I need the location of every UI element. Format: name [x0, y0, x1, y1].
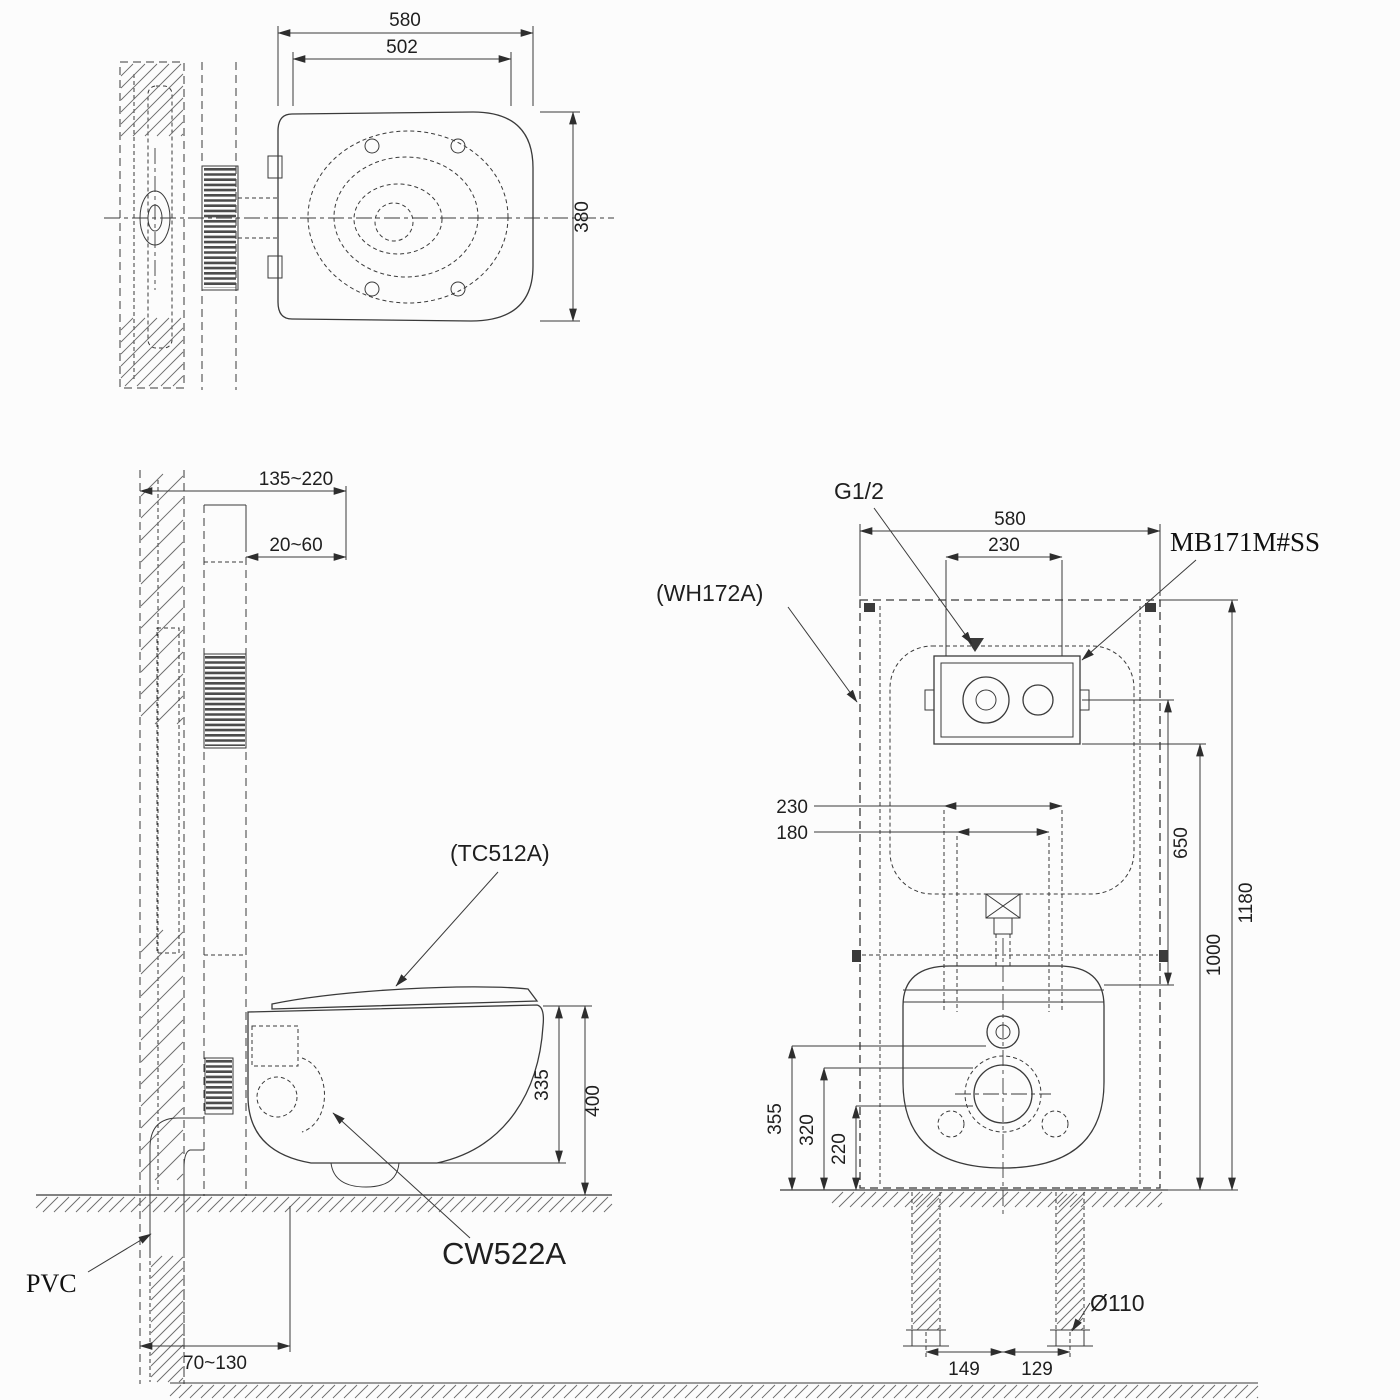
dim-top-580: 580 [277, 10, 534, 106]
dim-front-220-text: 220 [829, 1133, 850, 1165]
dim-side-20-60-text: 20~60 [269, 535, 322, 556]
leader-cw522a: CW522A [332, 1112, 566, 1271]
label-dia-110: Ø110 [1090, 1290, 1145, 1316]
dim-side-70-130-text: 70~130 [183, 1353, 247, 1374]
label-g12: G1/2 [834, 478, 884, 504]
dim-side-400: 400 [543, 1005, 604, 1196]
dim-top-502-text: 502 [386, 37, 418, 58]
label-mb171m-ss: MB171M#SS [1170, 527, 1320, 557]
dim-front-580-text: 580 [994, 509, 1026, 530]
dim-front-129: 129 [1002, 1332, 1071, 1380]
dim-side-135-220: 135~220 [139, 469, 347, 560]
leader-wh172a: (WH172A) [656, 580, 858, 703]
label-cw522a: CW522A [442, 1236, 566, 1271]
dim-top-502: 502 [292, 37, 512, 106]
inlet-fitting-top [139, 190, 278, 246]
dim-front-230-text: 230 [776, 797, 808, 818]
toilet-front-outline [902, 965, 1105, 1169]
label-pvc: PVC [26, 1269, 77, 1298]
toilet-top [267, 111, 534, 322]
leader-mb171m-ss: MB171M#SS [1081, 527, 1320, 661]
toilet-front [902, 938, 1105, 1215]
dim-side-20-60: 20~60 [245, 510, 347, 561]
drain-pipes [903, 1192, 1093, 1347]
flush-plate [924, 655, 1090, 745]
dim-front-1000-text: 1000 [1204, 934, 1225, 976]
dim-front-220: 220 [829, 1105, 973, 1191]
seat-lid-profile [271, 986, 539, 1010]
dim-front-129-text: 129 [1021, 1359, 1053, 1380]
floor-front [780, 1189, 1168, 1208]
dim-front-180-text: 180 [776, 823, 808, 844]
dim-side-70-130: 70~130 [139, 1206, 291, 1374]
leader-pvc: PVC [26, 1233, 152, 1298]
wall-section-top [119, 61, 185, 389]
dim-top-380: 380 [540, 111, 593, 322]
dim-side-335: 335 [437, 1005, 566, 1164]
dim-front-355-text: 355 [765, 1103, 786, 1135]
dim-top-580-text: 580 [389, 10, 421, 31]
dim-side-400-text: 400 [583, 1085, 604, 1117]
leader-g12: G1/2 [834, 478, 973, 645]
dim-front-355: 355 [765, 1045, 986, 1191]
ribbed-connector-side [203, 653, 247, 1115]
top-view: 580 502 380 [104, 10, 614, 390]
leader-dia-110: Ø110 [1071, 1290, 1145, 1332]
side-view: (TC512A) CW522A PVC 135~220 20~60 335 [26, 469, 613, 1384]
dim-front-650-text: 650 [1171, 827, 1192, 859]
trap-bulge [330, 1162, 400, 1188]
dim-front-1000: 1000 [1082, 743, 1225, 1191]
dim-front-320: 320 [797, 1067, 973, 1191]
dim-front-230-top-text: 230 [988, 535, 1020, 556]
front-view: G1/2 (WH172A) MB171M#SS 580 230 23 [656, 478, 1320, 1380]
dim-front-230-top: 230 [945, 535, 1063, 656]
toilet-side [247, 986, 545, 1188]
dim-front-149-text: 149 [948, 1359, 980, 1380]
leader-tc512a: (TC512A) [395, 840, 550, 987]
toilet-top-outline [277, 111, 534, 322]
dim-front-320-text: 320 [797, 1114, 818, 1146]
bowl-profile [247, 1004, 545, 1164]
dim-front-580: 580 [859, 509, 1161, 596]
dim-top-380-text: 380 [572, 201, 593, 233]
label-wh172a: (WH172A) [656, 580, 763, 606]
mounting-frame-top [201, 62, 239, 390]
bottom-ground-band [169, 1382, 1259, 1399]
flush-valve [985, 893, 1021, 966]
flush-button-large [962, 676, 1010, 724]
floor-side [35, 1194, 613, 1213]
dim-front-650: 650 [1082, 699, 1192, 986]
dim-front-230: 230 [776, 797, 1063, 1012]
dim-side-335-text: 335 [532, 1069, 553, 1101]
mounting-frame-side [156, 504, 247, 1196]
dim-front-1180: 1180 [1160, 599, 1257, 1191]
dim-side-135-220-text: 135~220 [259, 469, 334, 490]
dim-front-1180-text: 1180 [1236, 883, 1257, 924]
flush-button-small [1022, 684, 1054, 716]
wall-section-side [139, 470, 185, 1384]
pvc-outlet-elbow [149, 1117, 204, 1383]
concealed-cistern [889, 638, 1135, 895]
label-tc512a: (TC512A) [450, 840, 550, 866]
dim-front-149: 149 [925, 1332, 1004, 1380]
dim-front-180: 180 [776, 823, 1050, 1012]
